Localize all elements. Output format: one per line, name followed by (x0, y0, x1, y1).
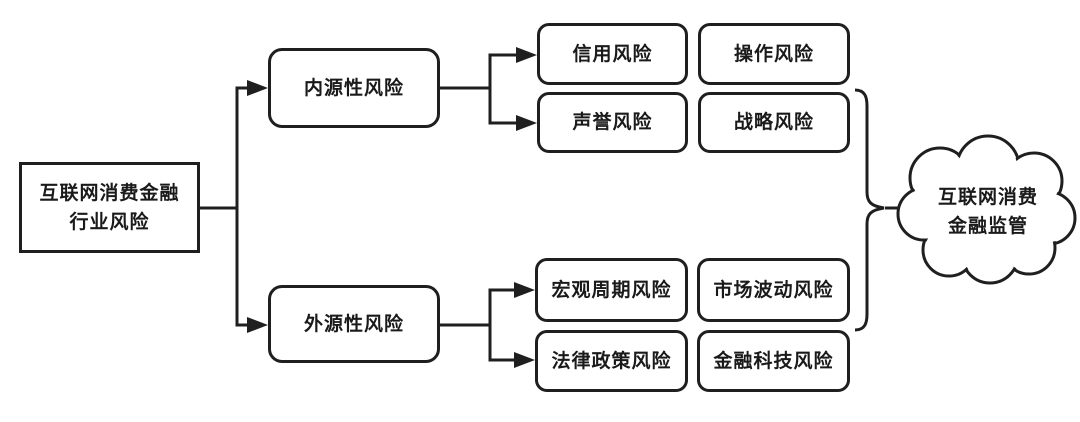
node-credit-risk-label: 信用风险 (572, 43, 653, 65)
node-reputation-risk: 声誉风险 (537, 92, 688, 153)
node-external-risk: 外源性风险 (268, 285, 440, 363)
node-market-volatility-risk: 市场波动风险 (697, 258, 850, 322)
arrow-reputation (516, 115, 537, 131)
node-external-risk-label: 外源性风险 (303, 313, 404, 335)
node-operational-risk-label: 操作风险 (733, 43, 814, 65)
node-root-line1: 互联网消费金融 (39, 182, 180, 204)
connector-trunk-branches (235, 86, 252, 327)
node-internal-risk: 内源性风险 (268, 48, 440, 128)
node-market-volatility-risk-label: 市场波动风险 (713, 279, 834, 301)
arrow-macro-cycle (514, 282, 535, 298)
brace (854, 88, 885, 332)
cloud-regulation-line1: 互联网消费 (937, 187, 1038, 208)
node-root: 互联网消费金融 行业风险 (19, 162, 200, 253)
node-fintech-risk-label: 金融科技风险 (713, 350, 834, 372)
node-strategic-risk-label: 战略风险 (733, 112, 814, 133)
arrow-internal (247, 80, 268, 96)
node-credit-risk: 信用风险 (537, 23, 688, 85)
node-fintech-risk: 金融科技风险 (697, 330, 850, 392)
node-root-line2: 行业风险 (69, 211, 150, 233)
cloud-shape (896, 134, 1077, 285)
arrow-credit (516, 47, 537, 63)
node-strategic-risk: 战略风险 (698, 92, 850, 153)
node-reputation-risk-label: 声誉风险 (572, 112, 653, 133)
connector-external-leaves (488, 288, 517, 362)
arrow-external (247, 317, 268, 333)
arrow-legal-policy (514, 352, 535, 368)
cloud-regulation-line2: 金融监管 (947, 216, 1028, 237)
node-macro-cycle-risk-label: 宏观周期风险 (551, 279, 672, 301)
node-legal-policy-risk-label: 法律政策风险 (551, 350, 672, 372)
cloud-regulation-label: 互联网消费 金融监管 (903, 180, 1073, 244)
node-internal-risk-label: 内源性风险 (303, 77, 404, 99)
node-macro-cycle-risk: 宏观周期风险 (535, 258, 688, 322)
connector-internal-leaves (488, 53, 519, 125)
node-legal-policy-risk: 法律政策风险 (535, 330, 688, 392)
node-operational-risk: 操作风险 (698, 23, 850, 85)
